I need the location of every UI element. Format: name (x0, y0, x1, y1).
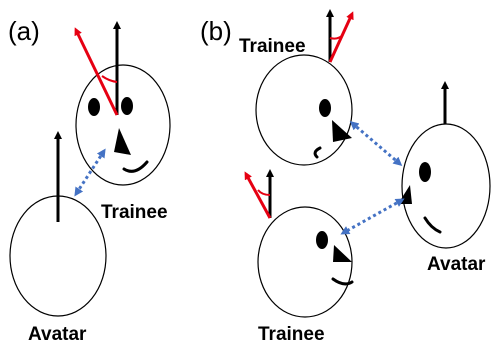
trainee-bottom-head-direction-arrow (244, 171, 272, 219)
avatar-label: Avatar (28, 324, 87, 345)
gaze-arrow-top-trainee-avatar (349, 121, 403, 166)
trainee-bottom-label: Trainee (258, 324, 325, 345)
trainee-top-mouth (313, 146, 322, 159)
trainee-bottom-mouth (331, 277, 354, 286)
trainee-label: Trainee (101, 202, 168, 223)
gaze-arrow-bottom-trainee-avatar (340, 198, 405, 235)
avatar-b-eye (419, 162, 431, 182)
mutual-gaze-arrow (74, 148, 106, 197)
avatar-b: Avatar (398, 81, 491, 275)
trainee-top-head-direction-arrow (328, 11, 354, 63)
avatar-a (9, 131, 107, 317)
trainee-bottom-angle-arc (257, 189, 271, 196)
trainee-head-direction-arrow (74, 27, 119, 116)
trainee-eye-left (88, 98, 100, 116)
trainee-top-eye (319, 99, 331, 117)
panel-b-label: (b) (200, 16, 232, 46)
trainee-top-nose (332, 120, 352, 142)
trainee-mouth (122, 160, 149, 173)
trainee-nose (114, 128, 131, 155)
avatar-b-head (401, 123, 491, 249)
trainee-head (75, 64, 171, 186)
trainee-top-b: Trainee (239, 9, 354, 166)
trainee-top-angle-arc (329, 34, 344, 40)
trainee-bottom-eye (316, 231, 328, 249)
trainee-bottom-b: Trainee (244, 169, 354, 345)
avatar-b-label: Avatar (427, 254, 486, 275)
head-rotation-angle-arc (101, 75, 118, 83)
trainee-bottom-nose (333, 245, 352, 262)
trainee-top-head (255, 54, 353, 166)
panel-b: (b) Trainee Trainee (200, 9, 491, 345)
panel-a-label: (a) (8, 16, 40, 46)
avatar-b-mouth (423, 216, 442, 234)
trainee-eye-right (121, 97, 133, 115)
trainee-a: Trainee (74, 21, 171, 223)
panel-a: (a) Trainee Avatar (8, 16, 171, 345)
trainee-top-label: Trainee (239, 36, 306, 57)
